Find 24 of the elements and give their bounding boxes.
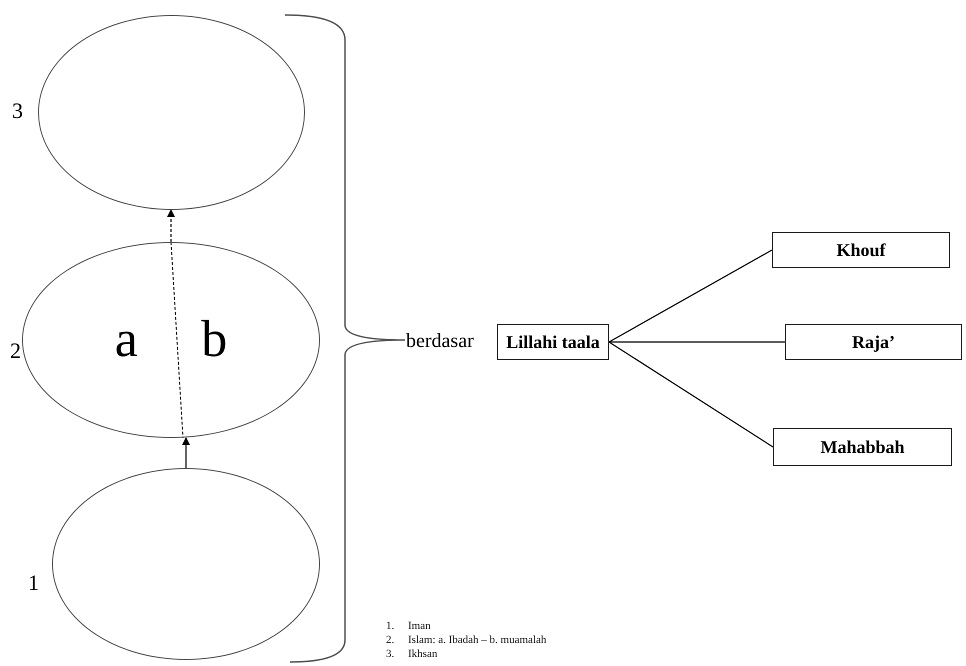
list-item: Ikhsan xyxy=(408,647,438,661)
list-item: Iman xyxy=(408,619,432,633)
list-number: 1. xyxy=(386,619,396,633)
level-number: 1 xyxy=(28,569,39,597)
level-number: 3 xyxy=(12,97,23,125)
connector-text: berdasar xyxy=(406,328,494,354)
arrow xyxy=(182,437,190,468)
text-box: Khouf xyxy=(772,232,950,268)
ellipse xyxy=(38,15,305,210)
list-number: 3. xyxy=(386,647,396,661)
segment-letter: b xyxy=(201,314,228,366)
ellipse xyxy=(22,242,320,438)
text-box: Mahabbah xyxy=(773,428,952,466)
text-box: Lillahi taala xyxy=(497,324,609,360)
connector-line xyxy=(609,341,785,343)
text-box: Raja’ xyxy=(785,324,962,360)
connector-line xyxy=(608,249,772,343)
level-number: 2 xyxy=(10,337,21,365)
ellipse xyxy=(52,468,320,660)
list-item: Islam: a. Ibadah – b. muamalah xyxy=(408,633,546,647)
list-number: 2. xyxy=(386,633,396,647)
arrow xyxy=(167,209,175,242)
segment-letter: a xyxy=(114,314,138,366)
connector-line xyxy=(608,342,774,448)
